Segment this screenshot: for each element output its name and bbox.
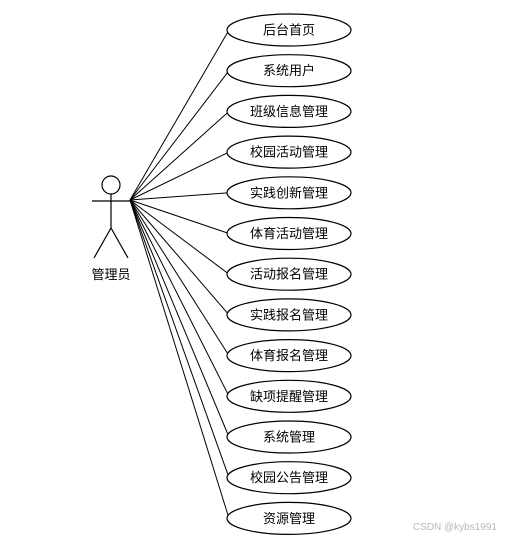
use-case-label: 缺项提醒管理 — [250, 389, 328, 405]
use-case-ellipse — [226, 216, 352, 251]
association-line — [129, 199, 230, 397]
use-case-ellipse — [226, 257, 352, 291]
use-case: 后台首页 — [226, 13, 352, 47]
use-case: 体育活动管理 — [226, 216, 352, 251]
use-case: 系统管理 — [226, 420, 352, 454]
use-case: 班级信息管理 — [226, 94, 352, 129]
association-line — [129, 70, 230, 201]
use-case-ellipse — [226, 135, 352, 169]
use-case-label: 体育活动管理 — [250, 226, 328, 242]
use-case: 系统用户 — [226, 54, 352, 88]
association-line — [129, 111, 230, 201]
association-line — [129, 29, 230, 201]
use-case-label: 后台首页 — [263, 24, 315, 39]
association-line — [129, 199, 230, 316]
use-case: 资源管理 — [226, 501, 352, 536]
use-case-ellipse — [226, 420, 352, 454]
use-case-ellipse — [226, 176, 352, 210]
use-case-label: 实践创新管理 — [250, 185, 328, 201]
use-case: 缺项提醒管理 — [226, 379, 352, 413]
use-case-label: 班级信息管理 — [250, 104, 328, 120]
use-case: 实践创新管理 — [226, 176, 352, 210]
actor-label: 管理员 — [91, 268, 130, 283]
use-case: 活动报名管理 — [226, 257, 352, 291]
use-case: 校园活动管理 — [226, 135, 352, 169]
association-line — [129, 199, 230, 519]
use-case-label: 实践报名管理 — [250, 307, 328, 323]
association-line — [129, 199, 230, 234]
use-case-label: 体育报名管理 — [250, 348, 328, 364]
use-case-ellipse — [226, 461, 352, 495]
association-line — [129, 151, 230, 201]
association-line — [129, 199, 230, 438]
actor-right-leg — [110, 227, 129, 259]
use-case: 实践报名管理 — [226, 298, 352, 332]
use-case: 体育报名管理 — [226, 339, 352, 373]
use-case-label: 系统用户 — [263, 63, 315, 79]
association-line — [129, 199, 230, 275]
actor-head — [101, 175, 121, 195]
use-case-ellipse — [226, 54, 352, 88]
use-case-label: 资源管理 — [263, 512, 315, 527]
use-case-label: 校园活动管理 — [250, 145, 328, 161]
use-case-ellipse — [226, 379, 352, 413]
association-line — [129, 199, 230, 356]
use-cases: 后台首页系统用户班级信息管理校园活动管理实践创新管理体育活动管理活动报名管理实践… — [226, 13, 352, 536]
association-line — [129, 192, 230, 201]
association-line — [129, 199, 230, 478]
use-case-ellipse — [226, 339, 352, 373]
use-case: 校园公告管理 — [226, 461, 352, 495]
actor-figure — [92, 175, 130, 259]
use-case-ellipse — [226, 501, 352, 536]
watermark: CSDN @kybs1991 — [412, 522, 497, 533]
association-lines — [129, 29, 230, 519]
use-case-label: 系统管理 — [263, 431, 315, 446]
use-case-ellipse — [226, 13, 352, 47]
use-case-label: 活动报名管理 — [250, 267, 328, 283]
use-case-label: 校园公告管理 — [250, 470, 328, 486]
actor-left-leg — [93, 227, 112, 259]
use-case-ellipse — [226, 94, 352, 129]
use-case-ellipse — [226, 298, 352, 332]
